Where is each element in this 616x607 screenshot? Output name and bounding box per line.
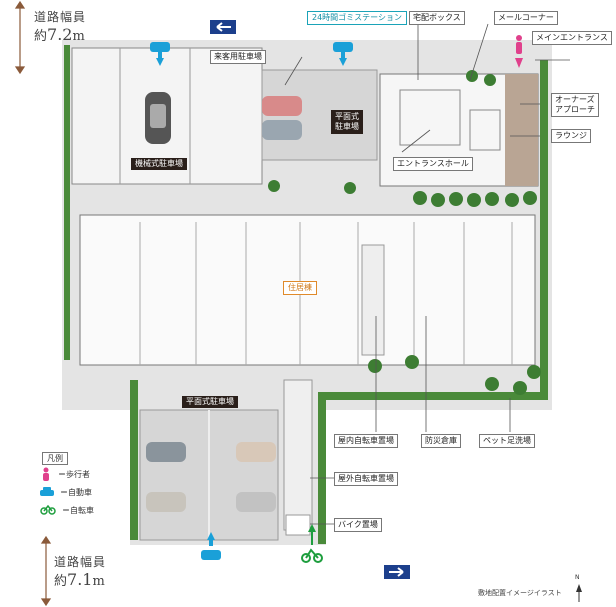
label-owners-approach: オーナーズ アプローチ bbox=[551, 93, 599, 117]
caption: 敷地配置イメージイラスト bbox=[478, 589, 562, 597]
road-top-value: 7.2 bbox=[47, 25, 73, 44]
road-top-prefix: 約 bbox=[34, 29, 48, 44]
label-disaster-storage: 防災倉庫 bbox=[421, 434, 461, 448]
label-garbage-station: 24時間ゴミステーション bbox=[307, 11, 408, 25]
road-bottom-title: 道路幅員 bbox=[54, 555, 107, 569]
label-outdoor-bike: 屋外自転車置場 bbox=[334, 472, 398, 486]
south-car-3 bbox=[236, 442, 276, 462]
south-car-4 bbox=[236, 492, 276, 512]
north-letter: N bbox=[575, 574, 580, 581]
label-flat-parking-top: 平面式 駐車場 bbox=[331, 110, 363, 134]
legend-car-text: ＝自動車 bbox=[60, 487, 92, 497]
indoor-bike-room bbox=[361, 244, 385, 356]
north-arrow-icon bbox=[576, 584, 582, 602]
legend-item-pedestrian: ＝歩行者 bbox=[40, 465, 126, 483]
road-width-top-label: 道路幅員 約7.2m bbox=[34, 8, 86, 44]
hedge-south bbox=[326, 392, 544, 400]
road-width-bottom bbox=[40, 535, 52, 607]
car-access-icons bbox=[150, 42, 353, 560]
outdoor-bike-area bbox=[283, 379, 313, 531]
pedestrian-icon bbox=[43, 467, 49, 481]
car-icon bbox=[40, 487, 54, 496]
motorbike-area bbox=[285, 514, 311, 536]
hedge-south-east bbox=[318, 392, 326, 544]
road-top-unit: m bbox=[72, 29, 85, 44]
guest-car-1 bbox=[262, 96, 302, 116]
lobby-room bbox=[399, 89, 461, 146]
label-pet-wash: ペット足洗場 bbox=[479, 434, 535, 448]
label-indoor-bike: 屋内自転車置場 bbox=[334, 434, 398, 448]
leader-lines bbox=[284, 23, 570, 525]
legend-bicycle-text: ＝自転車 bbox=[62, 505, 94, 515]
label-entrance-hall: エントランスホール bbox=[393, 157, 473, 171]
legend-item-bicycle: ＝自転車 bbox=[40, 501, 126, 519]
label-lounge: ラウンジ bbox=[551, 129, 591, 143]
trees-courtyard bbox=[368, 355, 541, 395]
label-residence: 住居棟 bbox=[283, 281, 317, 295]
north-arrow: N bbox=[572, 574, 586, 606]
label-guest-parking: 来客用駐車場 bbox=[210, 50, 266, 64]
mech-car-window bbox=[150, 104, 166, 128]
hedge-east bbox=[540, 60, 548, 400]
road-top-title: 道路幅員 bbox=[34, 10, 87, 24]
label-mechanical-parking: 機械式駐車場 bbox=[131, 158, 187, 170]
label-mail-corner: メールコーナー bbox=[494, 11, 558, 25]
road-width-top bbox=[14, 0, 26, 75]
legend-item-car: ＝自動車 bbox=[40, 483, 126, 501]
hedge-south-west bbox=[130, 380, 138, 540]
road-bottom-unit: m bbox=[92, 574, 105, 589]
pedestrian-access-icon bbox=[515, 35, 523, 68]
bicycle-access-icon bbox=[301, 524, 323, 563]
road-bottom-prefix: 約 bbox=[54, 574, 68, 589]
bicycle-icon bbox=[40, 505, 56, 515]
legend: 凡例 ＝歩行者 ＝自動車 ＝自転車 bbox=[36, 452, 126, 519]
label-delivery-box: 宅配ボックス bbox=[409, 11, 465, 25]
residence-unit-dividers bbox=[139, 222, 513, 365]
label-motorbike: バイク置場 bbox=[334, 518, 382, 532]
hedge-west bbox=[64, 45, 70, 360]
legend-title: 凡例 bbox=[42, 452, 68, 465]
owners-approach-floor bbox=[505, 74, 538, 186]
road-width-bottom-label: 道路幅員 約7.1m bbox=[54, 553, 106, 589]
guest-car-2 bbox=[262, 120, 302, 140]
legend-pedestrian-text: ＝歩行者 bbox=[58, 469, 90, 479]
south-car-1 bbox=[146, 442, 186, 462]
lounge-room bbox=[469, 109, 501, 151]
label-main-entrance: メインエントランス bbox=[532, 31, 612, 45]
label-flat-parking-bottom: 平面式駐車場 bbox=[182, 396, 238, 408]
road-bottom-value: 7.1 bbox=[67, 570, 93, 589]
south-car-2 bbox=[146, 492, 186, 512]
